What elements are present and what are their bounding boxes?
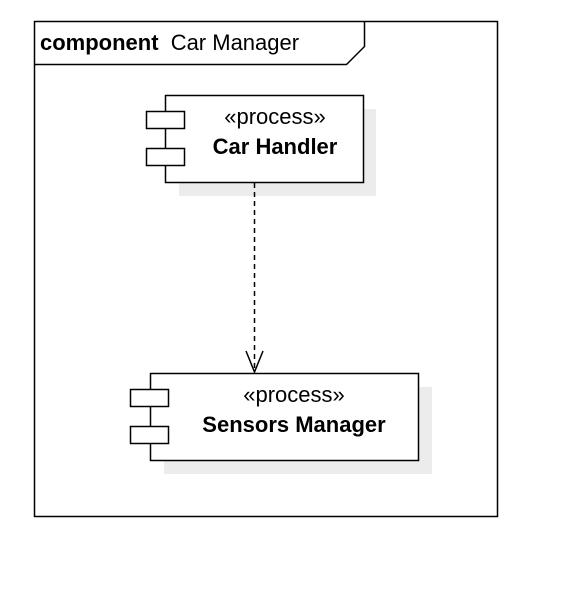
frame-title-tab xyxy=(34,21,366,66)
component-sensors-manager[interactable]: «process» Sensors Manager xyxy=(129,372,433,475)
component-stereotype: «process» xyxy=(243,382,345,407)
component-body xyxy=(149,372,420,462)
frame-name: Car Manager xyxy=(171,30,299,55)
component-body xyxy=(164,94,365,184)
component-name: Car Handler xyxy=(213,134,338,159)
dependency-connector[interactable] xyxy=(245,183,264,374)
frame-title: component Car Manager xyxy=(40,30,299,55)
component-car-handler[interactable]: «process» Car Handler xyxy=(145,94,377,197)
component-name: Sensors Manager xyxy=(202,412,386,437)
dependency-arrowhead xyxy=(245,350,264,374)
component-port-icon xyxy=(129,425,170,445)
component-port-icon xyxy=(129,388,170,408)
component-port-icon xyxy=(145,147,186,167)
frame-keyword: component xyxy=(40,30,159,55)
component-stereotype: «process» xyxy=(224,104,326,129)
component-port-icon xyxy=(145,110,186,130)
